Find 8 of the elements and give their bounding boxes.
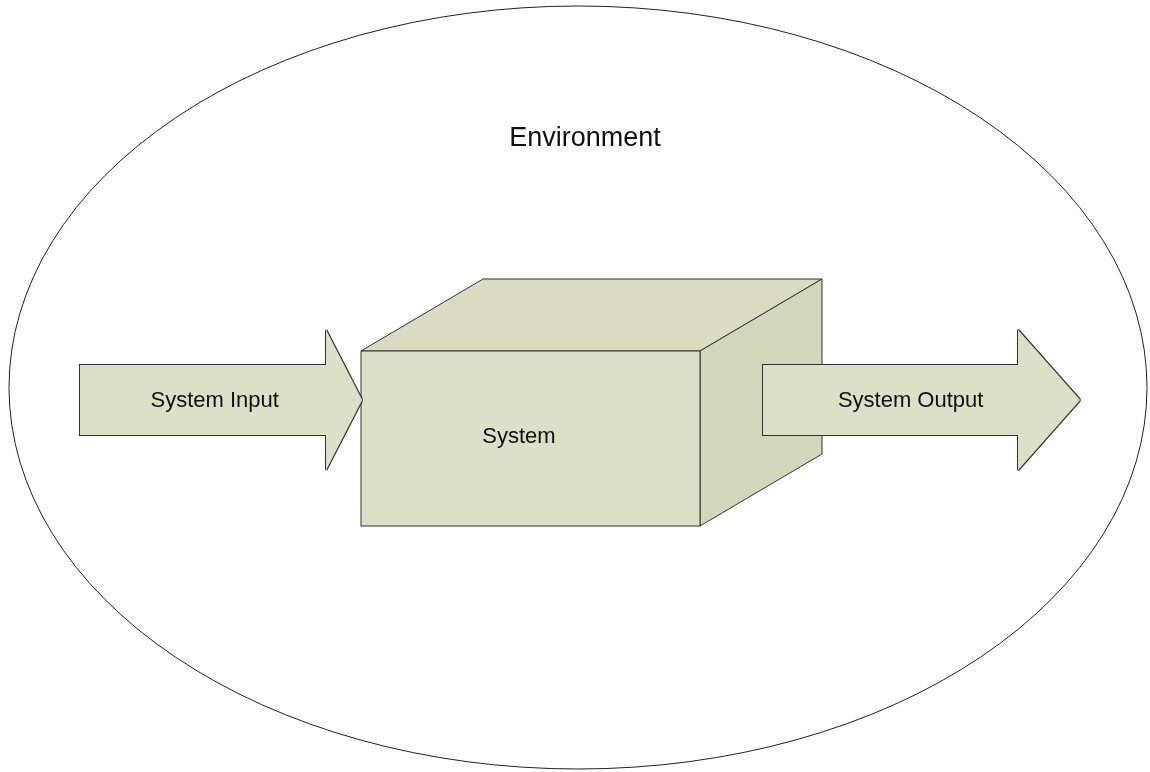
environment-label: Environment	[509, 121, 661, 153]
block-arrow	[80, 330, 362, 470]
cube-box	[361, 279, 822, 526]
environment-ellipse	[8, 5, 1148, 770]
edge-label: System Input	[150, 387, 279, 413]
node-label: System	[482, 423, 556, 449]
edge-label: System Output	[837, 387, 984, 413]
block-arrow	[763, 330, 1080, 470]
